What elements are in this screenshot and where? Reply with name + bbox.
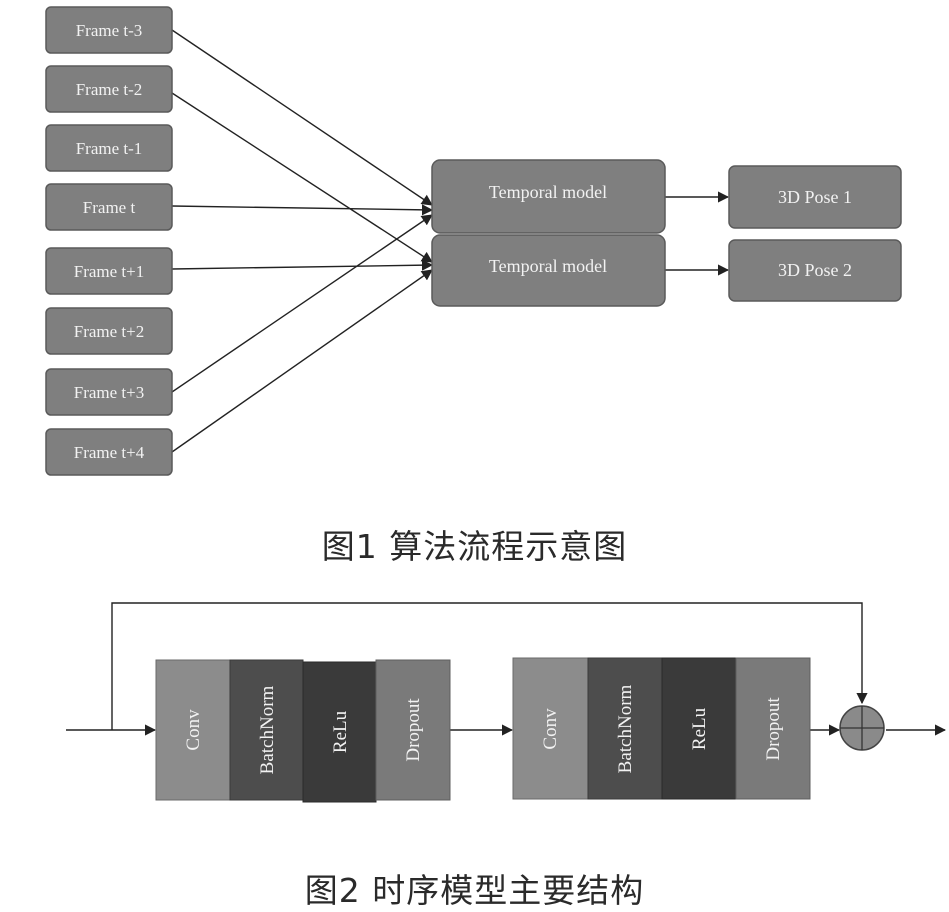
frame-box-2: Frame t-2 (45, 65, 173, 113)
frame-box-6: Frame t+2 (45, 307, 173, 355)
frame-label-4: Frame t (83, 198, 136, 217)
arrow-frame-t+1-to-model2 (171, 259, 434, 271)
block1-relu-layer (302, 661, 377, 803)
block2-batchnorm-layer (587, 657, 663, 800)
block1-conv-label: Conv (183, 709, 204, 751)
block2-dropout-layer (735, 657, 811, 800)
frame-label-1: Frame t-3 (76, 21, 143, 40)
figure1: Frame t-3 Frame t-2 Frame t-1 Frame t Fr… (45, 6, 902, 476)
arrow-frame-t-to-model1 (171, 204, 434, 216)
temporal-model-label-2: Temporal model (489, 256, 607, 276)
arrow-frame-t-3-to-model1 (171, 29, 433, 206)
arrow-frame-t-2-to-model2 (171, 92, 433, 263)
frame-label-3: Frame t-1 (76, 139, 143, 158)
figure2: Conv BatchNorm ReLu Dropout Conv BatchNo… (66, 602, 947, 803)
block1-relu-label: ReLu (330, 710, 351, 753)
sum-node-icon (839, 705, 885, 751)
layer-block-1: Conv BatchNorm ReLu Dropout (155, 659, 451, 803)
block2-relu-label: ReLu (689, 707, 710, 750)
block1-batchnorm-layer (229, 659, 304, 801)
block2-batchnorm-label: BatchNorm (615, 684, 636, 773)
frame-box-1: Frame t-3 (45, 6, 173, 54)
block2-conv-label: Conv (540, 708, 561, 750)
layer-block-2: Conv BatchNorm ReLu Dropout (512, 657, 811, 800)
frame-box-4: Frame t (45, 183, 173, 231)
block2-conv-layer (512, 657, 589, 800)
block1-dropout-label: Dropout (403, 698, 424, 762)
frame-label-6: Frame t+2 (74, 322, 145, 341)
frame-box-7: Frame t+3 (45, 368, 173, 416)
temporal-model-box-2: Temporal model (431, 234, 666, 307)
block1-conv-layer (155, 659, 231, 801)
block2-relu-layer (661, 657, 737, 800)
figure1-caption: 图1 算法流程示意图 (321, 527, 628, 566)
frame-box-8: Frame t+4 (45, 428, 173, 476)
temporal-model-box-1: Temporal model (431, 159, 666, 234)
figure1-connectors (171, 29, 730, 453)
frame-label-2: Frame t-2 (76, 80, 143, 99)
frame-label-7: Frame t+3 (74, 383, 145, 402)
block2-dropout-label: Dropout (763, 697, 784, 761)
frame-label-8: Frame t+4 (74, 443, 145, 462)
pose-output-label-1: 3D Pose 1 (778, 187, 852, 207)
frame-box-5: Frame t+1 (45, 247, 173, 295)
frame-label-5: Frame t+1 (74, 262, 145, 281)
figure2-caption: 图2 时序模型主要结构 (304, 871, 645, 910)
pose-output-box-1: 3D Pose 1 (728, 165, 902, 229)
pose-output-box-2: 3D Pose 2 (728, 239, 902, 302)
temporal-model-label-1: Temporal model (489, 182, 607, 202)
arrow-frame-t+3-to-model1 (171, 214, 433, 393)
skip-connection-line (111, 602, 868, 730)
frame-boxes: Frame t-3 Frame t-2 Frame t-1 Frame t Fr… (45, 6, 173, 476)
arrow-frame-t+4-to-model2 (171, 269, 433, 453)
pose-output-label-2: 3D Pose 2 (778, 260, 852, 280)
frame-box-3: Frame t-1 (45, 124, 173, 172)
block1-dropout-layer (375, 659, 451, 801)
block1-batchnorm-label: BatchNorm (257, 685, 278, 774)
